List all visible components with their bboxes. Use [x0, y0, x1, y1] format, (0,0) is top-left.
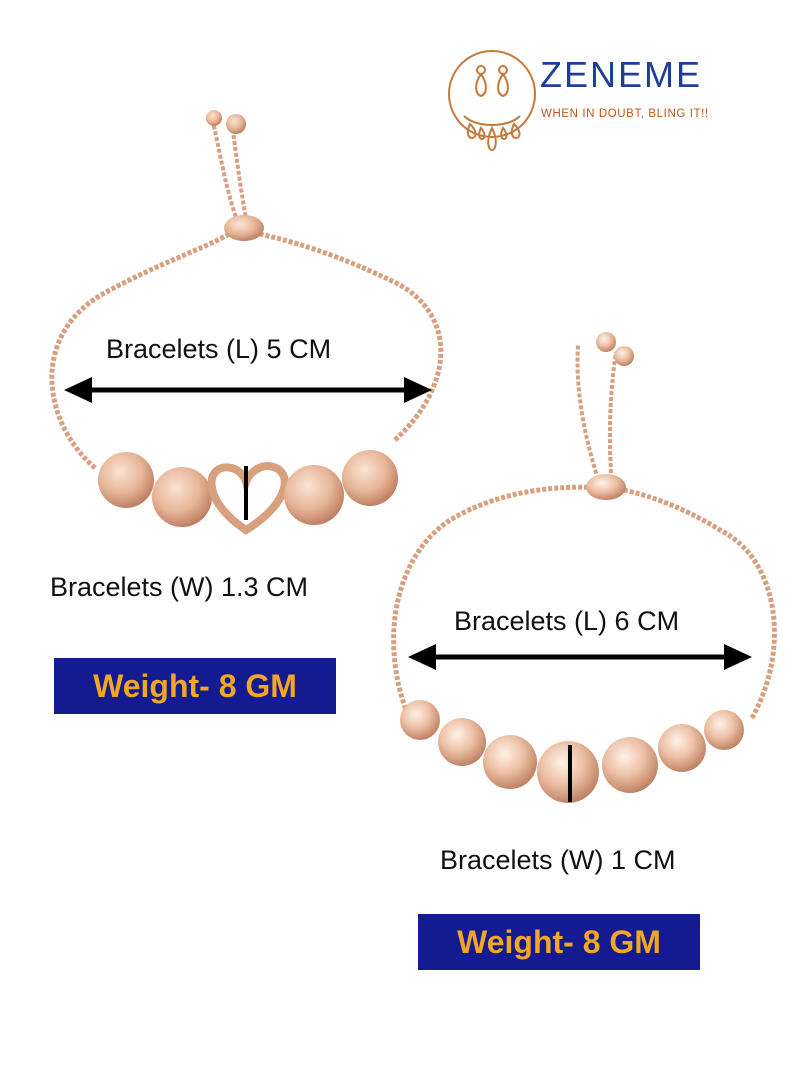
bracelet-2-width-label: Bracelets (W) 1 CM: [440, 845, 676, 875]
earring-drops-icon: [448, 50, 536, 152]
bracelet-1-weight-text: Weight- 8 GM: [93, 667, 297, 704]
brand-tagline: WHEN IN DOUBT, BLING IT!!: [541, 108, 709, 120]
bracelet-2-weight-badge: Weight- 8 GM: [418, 914, 700, 970]
bracelet-2-length-label: Bracelets (L) 6 CM: [454, 606, 680, 636]
brand-name: ZENEME: [540, 54, 703, 95]
bracelet-2: [391, 332, 777, 803]
bracelet-1: [49, 110, 444, 535]
bracelet-1-length-label: Bracelets (L) 5 CM: [106, 334, 332, 364]
brand-logo: ZENEME WHEN IN DOUBT, BLING IT!!: [448, 44, 778, 164]
bracelet-1-weight-badge: Weight- 8 GM: [54, 658, 336, 714]
bracelet-1-width-label: Bracelets (W) 1.3 CM: [50, 572, 309, 602]
bracelet-2-weight-text: Weight- 8 GM: [457, 923, 661, 960]
